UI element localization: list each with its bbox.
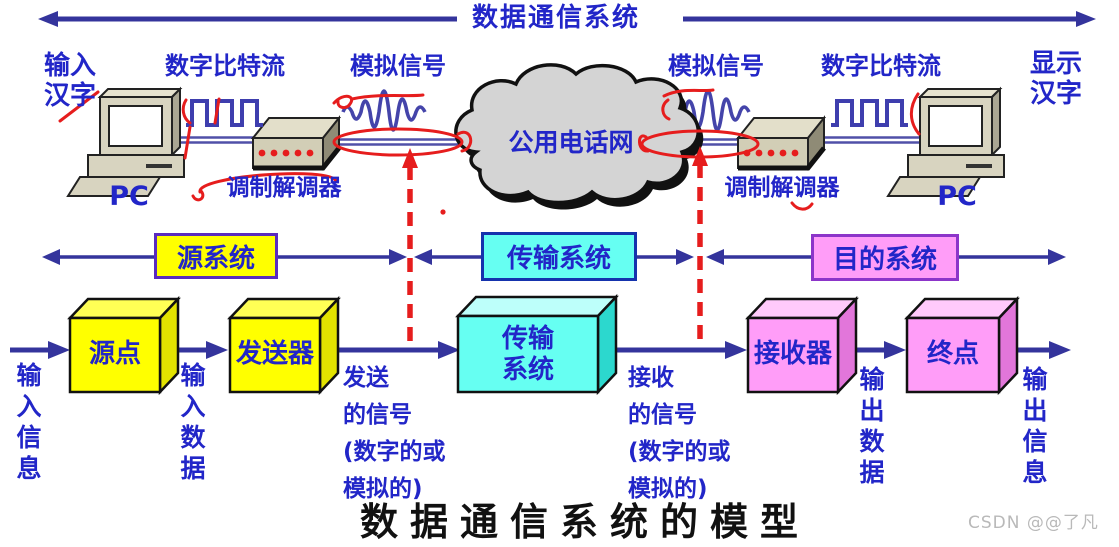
output-data-label: 输 出 数 据 <box>859 365 885 487</box>
box-endpoint <box>904 295 1020 396</box>
top-span-arrow-left <box>38 11 457 27</box>
received-signal-label: 接收 的信号 (数字的或 模拟的) <box>628 365 731 502</box>
transmitter-label: 发送器 <box>235 339 314 369</box>
source-system-band: 源系统 <box>154 233 278 279</box>
box-receiver <box>745 295 859 396</box>
sent-signal-label: 发送 的信号 (数字的或 模拟的) <box>343 365 446 502</box>
input-info-label: 输 入 信 息 <box>16 361 42 483</box>
input-chars-label: 输入 汉字 <box>43 51 96 111</box>
box-transmission-system <box>455 293 619 396</box>
cloud-label: 公用电话网 <box>508 128 634 157</box>
flow-arrowheads <box>48 341 1071 359</box>
dashed-divider-left <box>402 148 418 345</box>
digital-wave-left-icon <box>186 99 263 127</box>
system-span-title: 数据通信系统 <box>471 3 640 33</box>
analog-signal-label-right: 模拟信号 <box>668 52 764 80</box>
digital-wave-right-icon <box>831 99 908 127</box>
box-transmitter <box>227 295 341 396</box>
output-info-label: 输 出 信 息 <box>1022 365 1048 487</box>
transmission-system-band: 传输系统 <box>481 232 637 281</box>
top-span-arrow-right <box>683 11 1096 27</box>
display-chars-label: 显示 汉字 <box>1029 49 1082 109</box>
input-data-label: 输 入 数 据 <box>180 361 206 483</box>
modem-label-right: 调制解调器 <box>724 175 840 201</box>
endpoint-label: 终点 <box>926 339 979 369</box>
diagram-caption: 数据通信系统的模型 <box>360 500 811 544</box>
receiver-label: 接收器 <box>753 339 832 369</box>
watermark: CSDN @@了凡 <box>968 513 1099 533</box>
cloud-shape <box>454 63 704 210</box>
bitstream-label-right: 数字比特流 <box>821 52 941 80</box>
pc-label-right: PC <box>937 181 977 212</box>
modem-label-left: 调制解调器 <box>226 175 342 201</box>
transmission-box-label: 传输 系统 <box>501 324 554 385</box>
box-source-node <box>67 295 181 396</box>
bitstream-label-left: 数字比特流 <box>165 52 285 80</box>
modem-icon-left <box>253 118 339 168</box>
source-node-label: 源点 <box>88 339 141 369</box>
destination-system-band: 目的系统 <box>811 234 959 281</box>
modem-icon-right <box>738 118 824 168</box>
analog-signal-label-left: 模拟信号 <box>350 52 446 80</box>
red-annotations <box>58 88 921 215</box>
pc-label-left: PC <box>109 181 149 212</box>
analog-wave-left-icon <box>341 89 427 132</box>
